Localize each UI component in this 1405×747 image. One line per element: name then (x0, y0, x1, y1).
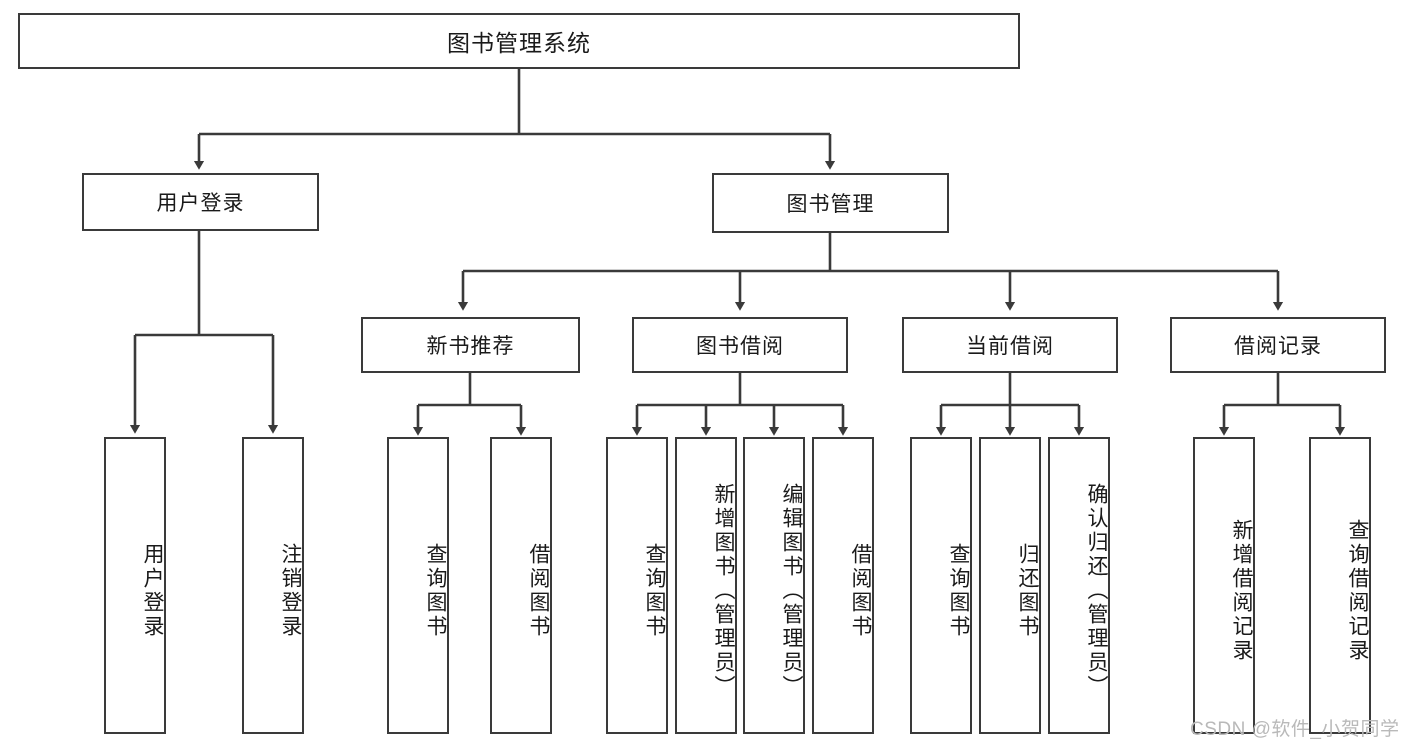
node-label: 查询图书 (947, 542, 970, 639)
leaf-book-borrow-query-book[interactable]: 查询图书 (606, 437, 668, 734)
node-label: 编辑图书（管理员） (780, 482, 803, 699)
node-label: 用户登录 (141, 542, 164, 639)
node-label: 借阅记录 (1234, 335, 1322, 358)
node-label: 当前借阅 (966, 335, 1054, 358)
node-label: 新增图书（管理员） (712, 482, 735, 699)
leaf-borrow-record-add-record[interactable]: 新增借阅记录 (1193, 437, 1255, 734)
node-user-login[interactable]: 用户登录 (82, 173, 319, 231)
node-label: 新书推荐 (426, 335, 515, 358)
node-label: 查询图书 (643, 542, 666, 639)
node-root-book-management-system[interactable]: 图书管理系统 (18, 13, 1020, 69)
node-label: 借阅图书 (849, 542, 872, 639)
node-label: 图书管理系统 (447, 30, 591, 56)
node-current-borrowing[interactable]: 当前借阅 (902, 317, 1118, 373)
leaf-current-borrow-return-book[interactable]: 归还图书 (979, 437, 1041, 734)
node-label: 确认归还（管理员） (1085, 482, 1108, 699)
node-book-management[interactable]: 图书管理 (712, 173, 949, 233)
node-label: 归还图书 (1016, 542, 1039, 639)
node-label: 查询借阅记录 (1346, 518, 1369, 663)
leaf-new-book-borrow-book[interactable]: 借阅图书 (490, 437, 552, 734)
leaf-current-borrow-confirm-return-admin[interactable]: 确认归还（管理员） (1048, 437, 1110, 734)
node-book-borrowing[interactable]: 图书借阅 (632, 317, 848, 373)
node-label: 借阅图书 (527, 542, 550, 639)
leaf-book-borrow-borrow-book[interactable]: 借阅图书 (812, 437, 874, 734)
node-label: 新增借阅记录 (1230, 518, 1253, 663)
leaf-borrow-record-query-record[interactable]: 查询借阅记录 (1309, 437, 1371, 734)
node-new-book-recommendation[interactable]: 新书推荐 (361, 317, 580, 373)
leaf-current-borrow-query-book[interactable]: 查询图书 (910, 437, 972, 734)
leaf-user-login-login[interactable]: 用户登录 (104, 437, 166, 734)
leaf-new-book-query-book[interactable]: 查询图书 (387, 437, 449, 734)
watermark-text: CSDN @软件_小贺同学 (1190, 719, 1400, 740)
node-label: 查询图书 (424, 542, 447, 639)
node-label: 图书管理 (786, 193, 875, 216)
leaf-book-borrow-edit-book-admin[interactable]: 编辑图书（管理员） (743, 437, 805, 734)
leaf-user-login-logout[interactable]: 注销登录 (242, 437, 304, 734)
node-label: 用户登录 (156, 192, 245, 215)
node-label: 注销登录 (279, 542, 302, 639)
leaf-book-borrow-add-book-admin[interactable]: 新增图书（管理员） (675, 437, 737, 734)
node-borrowing-record[interactable]: 借阅记录 (1170, 317, 1386, 373)
node-label: 图书借阅 (696, 335, 784, 358)
